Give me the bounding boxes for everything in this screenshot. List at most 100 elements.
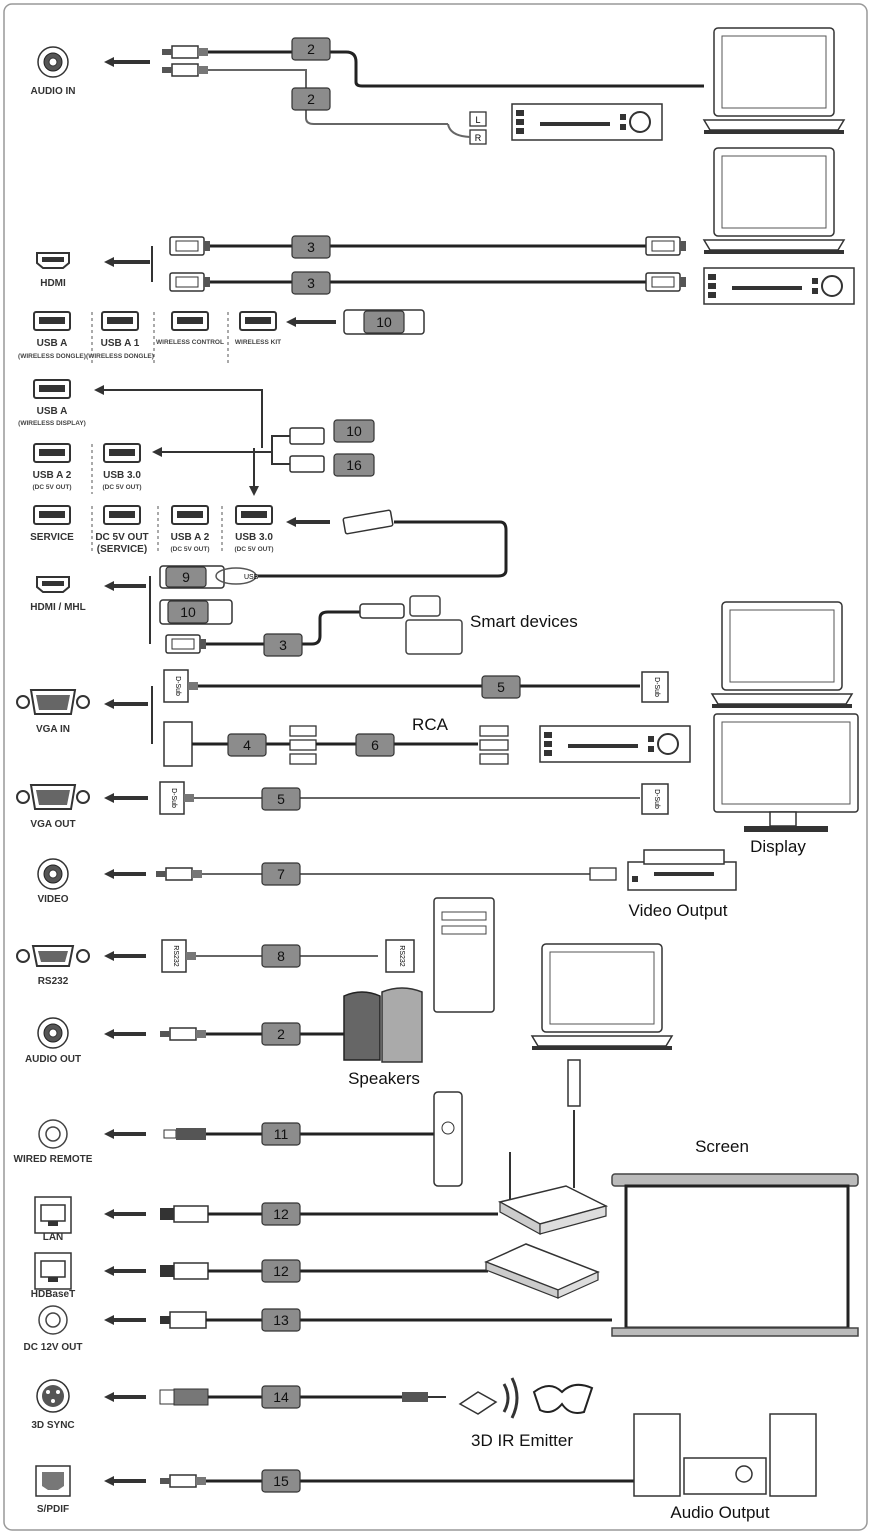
- svg-text:USB A 1: USB A 1: [101, 338, 140, 349]
- svg-text:(WIRELESS DONGLE): (WIRELESS DONGLE): [86, 353, 154, 360]
- svg-text:Audio Output: Audio Output: [670, 1503, 770, 1522]
- svg-text:Speakers: Speakers: [348, 1069, 420, 1088]
- hdmi-label: HDMI: [40, 278, 66, 289]
- svg-text:AUDIO OUT: AUDIO OUT: [25, 1054, 81, 1065]
- svg-text:3D SYNC: 3D SYNC: [31, 1420, 74, 1431]
- svg-text:USB A: USB A: [37, 338, 68, 349]
- svg-text:4: 4: [243, 737, 251, 753]
- svg-text:(DC 5V OUT): (DC 5V OUT): [33, 484, 72, 491]
- svg-text:3: 3: [307, 239, 315, 255]
- rca-label: RCA: [412, 715, 449, 734]
- audio-in-port: [37, 46, 69, 78]
- svg-text:15: 15: [273, 1473, 289, 1489]
- tower-pc: [433, 897, 495, 1013]
- badge-12a: 12: [261, 1202, 301, 1226]
- badge-8: 8: [261, 944, 301, 968]
- svg-text:RS232: RS232: [398, 945, 405, 967]
- svg-text:USB 3.0: USB 3.0: [103, 470, 141, 481]
- badge-16: 16: [333, 453, 375, 477]
- display-device: [713, 713, 859, 832]
- svg-text:8: 8: [277, 948, 285, 964]
- frame: [3, 3, 868, 1531]
- hdbaset-receiver: [484, 1243, 600, 1299]
- svg-text:DC 12V OUT: DC 12V OUT: [24, 1342, 83, 1353]
- svg-text:10: 10: [180, 604, 196, 620]
- badge-5a: 5: [481, 675, 521, 699]
- svg-text:RS232: RS232: [38, 976, 69, 987]
- badge-7: 7: [261, 862, 301, 886]
- svg-text:D-Sub: D-Sub: [653, 789, 660, 809]
- svg-text:12: 12: [273, 1263, 289, 1279]
- badge-10b: 10: [333, 419, 375, 443]
- svg-text:(WIRELESS DISPLAY): (WIRELESS DISPLAY): [18, 420, 86, 427]
- badge-2b: 2: [291, 87, 331, 111]
- svg-text:13: 13: [273, 1312, 289, 1328]
- svg-text:(SERVICE): (SERVICE): [97, 544, 147, 555]
- svg-text:WIRELESS CONTROL: WIRELESS CONTROL: [156, 339, 224, 346]
- svg-text:HDMI / MHL: HDMI / MHL: [30, 602, 86, 613]
- svg-text:VGA IN: VGA IN: [36, 724, 70, 735]
- svg-text:VGA OUT: VGA OUT: [30, 819, 75, 830]
- svg-text:DC 5V OUT: DC 5V OUT: [95, 532, 148, 543]
- hdmi-port: [36, 252, 70, 269]
- svg-text:HDBaseT: HDBaseT: [31, 1289, 75, 1300]
- speakers-device: [343, 987, 423, 1063]
- svg-text:11: 11: [274, 1126, 289, 1142]
- video-output-device: [627, 849, 737, 891]
- svg-text:USB A 2: USB A 2: [171, 532, 210, 543]
- badge-2a: 2: [291, 37, 331, 61]
- svg-text:(WIRELESS DONGLE): (WIRELESS DONGLE): [18, 353, 86, 360]
- laptop-audio: [703, 27, 845, 135]
- badge-4: 4: [227, 733, 267, 757]
- svg-text:5: 5: [277, 791, 285, 807]
- svg-text:14: 14: [273, 1389, 289, 1405]
- svg-text:L: L: [475, 115, 480, 125]
- remote-control: [433, 1091, 463, 1187]
- svg-text:Display: Display: [750, 837, 806, 856]
- projection-screen: [611, 1173, 859, 1337]
- svg-text:D-Sub: D-Sub: [174, 676, 181, 696]
- svg-text:(DC 5V OUT): (DC 5V OUT): [171, 546, 210, 553]
- svg-text:USB A: USB A: [37, 406, 68, 417]
- svg-text:USB 3.0: USB 3.0: [235, 532, 273, 543]
- svg-text:2: 2: [307, 41, 315, 57]
- svg-text:RS232: RS232: [172, 945, 179, 967]
- svg-text:S/PDIF: S/PDIF: [37, 1504, 69, 1515]
- ir-emitter-device: [458, 1377, 594, 1419]
- laptop-vga: [711, 601, 853, 709]
- svg-text:Video Output: Video Output: [629, 901, 728, 920]
- audio-player-device: [511, 103, 663, 141]
- svg-text:WIRELESS KIT: WIRELESS KIT: [235, 339, 281, 346]
- badge-14: 14: [261, 1385, 301, 1409]
- svg-text:16: 16: [346, 457, 362, 473]
- svg-text:10: 10: [376, 314, 392, 330]
- smart-devices-label: Smart devices: [470, 612, 578, 631]
- audio-cable-player: [208, 69, 448, 125]
- svg-text:D-Sub: D-Sub: [170, 788, 177, 808]
- svg-text:(DC 5V OUT): (DC 5V OUT): [235, 546, 274, 553]
- badge-3b: 3: [291, 271, 331, 295]
- audio-output-device: [633, 1413, 817, 1497]
- badge-15: 15: [261, 1469, 301, 1493]
- svg-text:12: 12: [273, 1206, 289, 1222]
- svg-text:6: 6: [371, 737, 379, 753]
- badge-2c: 2: [261, 1022, 301, 1046]
- badge-11: 11: [261, 1122, 301, 1146]
- svg-text:R: R: [475, 133, 482, 143]
- badge-12b: 12: [261, 1259, 301, 1283]
- svg-text:2: 2: [277, 1026, 285, 1042]
- badge-10c: 10: [167, 600, 209, 624]
- badge-6: 6: [355, 733, 395, 757]
- badge-3c: 3: [263, 633, 303, 657]
- laptop-lan: [531, 943, 673, 1051]
- svg-text:(DC 5V OUT): (DC 5V OUT): [103, 484, 142, 491]
- svg-text:SERVICE: SERVICE: [30, 532, 74, 543]
- badge-13: 13: [261, 1308, 301, 1332]
- svg-text:LAN: LAN: [43, 1232, 64, 1243]
- svg-text:USB A 2: USB A 2: [33, 470, 72, 481]
- svg-text:10: 10: [346, 423, 362, 439]
- laptop-hdmi: [703, 147, 845, 255]
- badge-3a: 3: [291, 235, 331, 259]
- router-device: [497, 1152, 609, 1236]
